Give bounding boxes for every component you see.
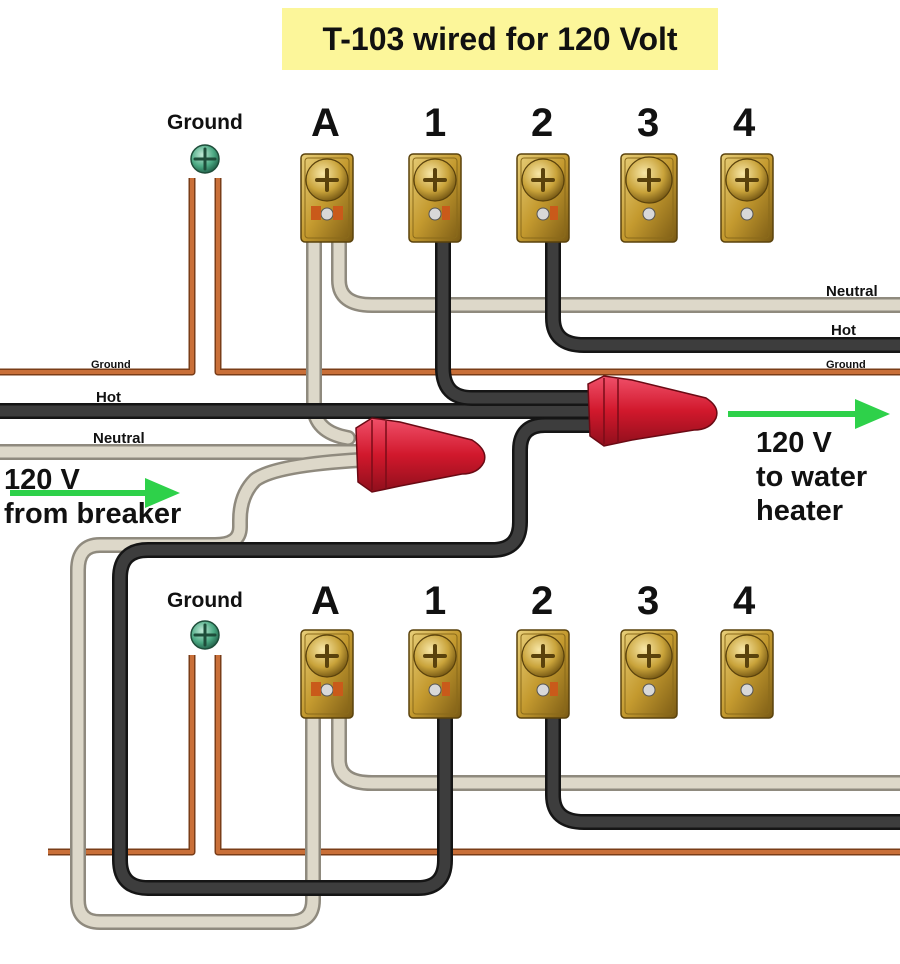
top-terminal-label-a: A [311,101,340,145]
brass-terminal-screw-icon [725,158,769,202]
brass-terminal-screw-icon [521,158,565,202]
load-destination-line1: to water [756,461,868,493]
terminal-small-screw-icon [320,207,334,221]
bottom-terminal-3 [620,629,678,719]
bottom-terminal-2 [516,629,570,719]
ground-wire-label-left: Ground [91,359,131,371]
terminal-small-screw-icon [642,207,656,221]
terminals [190,144,774,719]
bottom-terminal-label-2: 2 [531,579,554,623]
brass-terminal-screw-icon [625,156,673,204]
hot-wires [0,207,900,896]
terminal-small-screw-icon [428,683,442,697]
right-arrow-icon [10,478,180,508]
top-ground-label: Ground [167,111,243,134]
brass-terminal-screw-icon [305,634,349,678]
diagram-title: T-103 wired for 120 Volt [322,20,678,57]
top-terminal-label-3: 3 [637,101,660,145]
neutral-wire-label-left: Neutral [93,430,145,447]
hot-wire-label-right: Hot [831,322,856,339]
terminal-small-screw-icon [536,683,550,697]
load-label: 120 V to water heater [756,426,867,528]
bottom-terminal-label-1: 1 [424,579,447,623]
ground-wire-label-right: Ground [826,359,866,371]
supply-label: 120 V from breaker [4,463,181,531]
bottom-terminal-a [300,629,354,719]
terminal-small-screw-icon [536,207,550,221]
supply-source: from breaker [4,498,182,530]
load-voltage: 120 V [756,427,832,459]
top-ground-wire-left [0,178,196,376]
top-terminal-2 [516,153,570,243]
bottom-terminal-label-a: A [311,579,340,623]
terminal-small-screw-icon [642,683,656,697]
green-ground-screw-icon [190,620,220,650]
terminal-small-screw-icon [428,207,442,221]
hot-wire-label-left: Hot [96,389,121,406]
green-ground-screw-icon [190,144,220,174]
brass-terminal-screw-icon [521,634,565,678]
terminal-small-screw-icon [740,207,754,221]
bottom-terminal-label-4: 4 [733,579,756,623]
brass-terminal-screw-icon [625,632,673,680]
top-terminal-label-4: 4 [733,101,756,145]
top-terminal-4 [720,153,774,243]
top-terminal-label-2: 2 [531,101,554,145]
top-terminal-a [300,153,354,243]
top-terminal-3 [620,153,678,243]
brass-terminal-screw-icon [413,634,457,678]
load-destination-line2: heater [756,495,844,527]
top-terminal-1 [408,153,462,243]
top-terminal-label-1: 1 [424,101,447,145]
terminal-small-screw-icon [320,683,334,697]
bottom-terminal-1 [408,629,462,719]
bottom-terminal-label-3: 3 [637,579,660,623]
wire-nut-icon [587,375,718,447]
bottom-ground-label: Ground [167,589,243,612]
ground-wires [0,178,900,856]
bottom-terminal-4 [720,629,774,719]
brass-terminal-screw-icon [725,634,769,678]
brass-terminal-screw-icon [413,158,457,202]
title-banner: T-103 wired for 120 Volt [282,8,718,70]
right-arrow-icon [728,399,890,429]
terminal-small-screw-icon [740,683,754,697]
brass-terminal-screw-icon [305,158,349,202]
supply-voltage: 120 V [4,464,80,496]
wire-nut-icon [355,417,486,493]
neutral-wire-label-right: Neutral [826,283,878,300]
